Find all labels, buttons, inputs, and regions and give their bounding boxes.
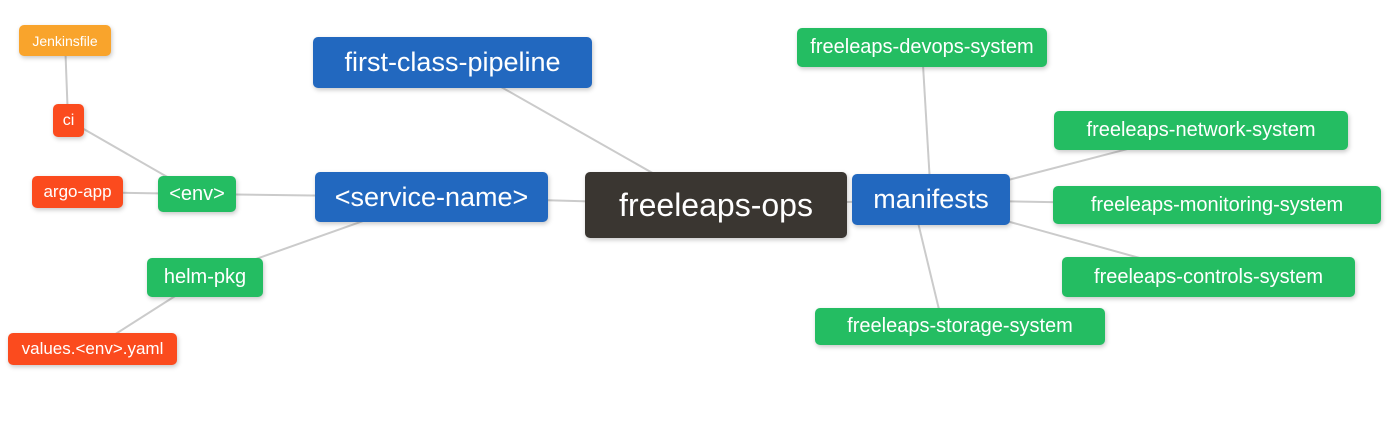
node-env[interactable]: <env> (158, 176, 236, 212)
node-ci[interactable]: ci (53, 104, 84, 137)
node-manifests[interactable]: manifests (852, 174, 1010, 225)
node-freeleaps-storage-system[interactable]: freeleaps-storage-system (815, 308, 1105, 345)
node-helm-pkg[interactable]: helm-pkg (147, 258, 263, 297)
node-freeleaps-controls-system[interactable]: freeleaps-controls-system (1062, 257, 1355, 297)
node-service-name[interactable]: <service-name> (315, 172, 548, 222)
node-first-class-pipeline[interactable]: first-class-pipeline (313, 37, 592, 88)
node-freeleaps-monitoring-system[interactable]: freeleaps-monitoring-system (1053, 186, 1381, 224)
node-root-freeleaps-ops[interactable]: freeleaps-ops (585, 172, 847, 238)
edge-manifests-storage-system (914, 209, 944, 327)
node-jenkinsfile[interactable]: Jenkinsfile (19, 25, 111, 56)
node-freeleaps-network-system[interactable]: freeleaps-network-system (1054, 111, 1348, 150)
node-argo-app[interactable]: argo-app (32, 176, 123, 208)
node-freeleaps-devops-system[interactable]: freeleaps-devops-system (797, 28, 1047, 67)
node-values-env-yaml[interactable]: values.<env>.yaml (8, 333, 177, 365)
